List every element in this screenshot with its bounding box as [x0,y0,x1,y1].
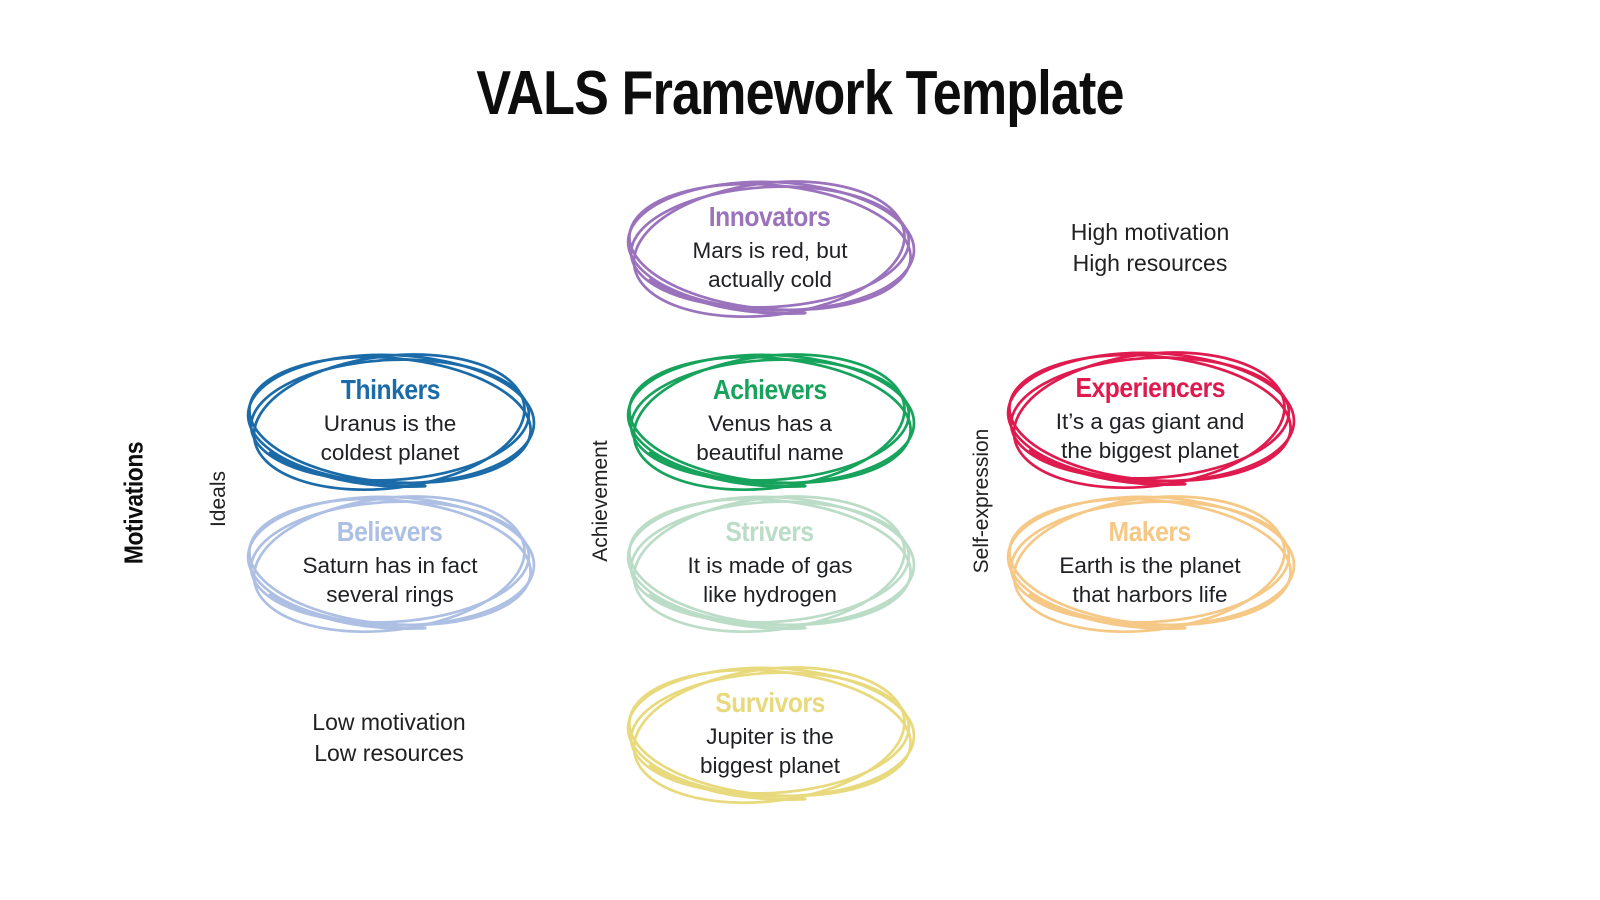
bubble-description: It is made of gas like hydrogen [687,553,853,607]
bubble-content: Experiencers It’s a gas giant and the bi… [1056,372,1244,465]
bubble-title: Believers [337,516,443,547]
column-label-achievement: Achievement [589,440,612,562]
bubble-description: Venus has a beautiful name [696,411,844,465]
annotation-low-motivation: Low motivation Low resources [312,709,466,766]
bubble-content: Believers Saturn has in fact several rin… [302,516,477,609]
bubble-strivers: Strivers It is made of gas like hydrogen [620,480,920,648]
bubble-experiencers: Experiencers It’s a gas giant and the bi… [1000,336,1300,504]
bubble-description: Mars is red, but actually cold [692,238,848,292]
bubble-description: Uranus is the coldest planet [320,411,460,465]
bubble-description: It’s a gas giant and the biggest planet [1055,409,1245,463]
bubble-thinkers: Thinkers Uranus is the coldest planet [240,338,540,506]
bubble-content: Strivers It is made of gas like hydrogen [687,516,852,609]
bubble-achievers: Achievers Venus has a beautiful name [620,338,920,506]
axis-label-motivations: Motivations [118,441,149,565]
bubble-title: Experiencers [1075,372,1225,403]
bubble-title: Makers [1108,516,1192,547]
bubble-innovators: Innovators Mars is red, but actually col… [620,165,920,333]
bubble-survivors: Survivors Jupiter is the biggest planet [620,651,920,819]
column-label-ideals: Ideals [207,470,230,528]
bubble-content: Survivors Jupiter is the biggest planet [700,687,840,780]
bubble-description: Saturn has in fact several rings [302,553,478,607]
bubble-content: Makers Earth is the planet that harbors … [1059,516,1240,609]
bubble-content: Innovators Mars is red, but actually col… [692,201,847,294]
bubble-description: Earth is the planet that harbors life [1059,553,1241,607]
bubble-title: Achievers [713,374,827,405]
bubble-content: Achievers Venus has a beautiful name [696,374,844,467]
annotation-high-motivation: High motivation High resources [1070,219,1230,276]
bubble-believers: Believers Saturn has in fact several rin… [240,480,540,648]
bubble-title: Thinkers [340,374,440,405]
bubble-title: Innovators [709,201,831,232]
bubble-description: Jupiter is the biggest planet [699,724,841,778]
page-title: VALS Framework Template [476,59,1124,128]
bubble-makers: Makers Earth is the planet that harbors … [1000,480,1300,648]
bubble-content: Thinkers Uranus is the coldest planet [321,374,460,467]
column-label-self-expression: Self-expression [970,428,993,574]
bubble-title: Survivors [715,687,825,718]
bubble-title: Strivers [725,516,815,547]
